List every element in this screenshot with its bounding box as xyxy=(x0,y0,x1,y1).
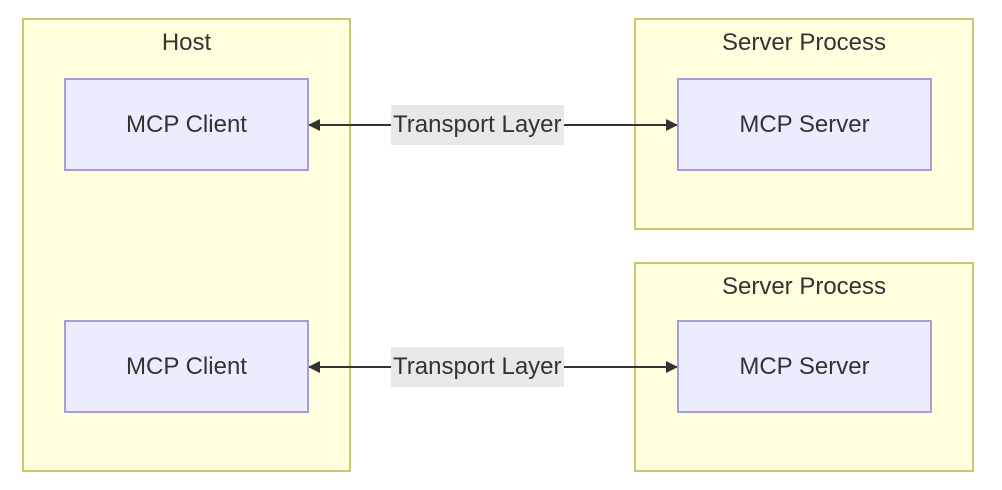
mcp-client-node-2[interactable]: MCP Client xyxy=(64,320,309,413)
transport-edge-2-label: Transport Layer xyxy=(391,347,564,387)
server-process-group-2-title: Server Process xyxy=(721,273,887,300)
transport-edge-1-label: Transport Layer xyxy=(391,105,564,145)
host-group-title: Host xyxy=(161,29,212,56)
mcp-server-node-2[interactable]: MCP Server xyxy=(677,320,932,413)
mcp-server-node-1[interactable]: MCP Server xyxy=(677,78,932,171)
server-process-group-1-title: Server Process xyxy=(721,29,887,56)
mcp-client-node-1[interactable]: MCP Client xyxy=(64,78,309,171)
